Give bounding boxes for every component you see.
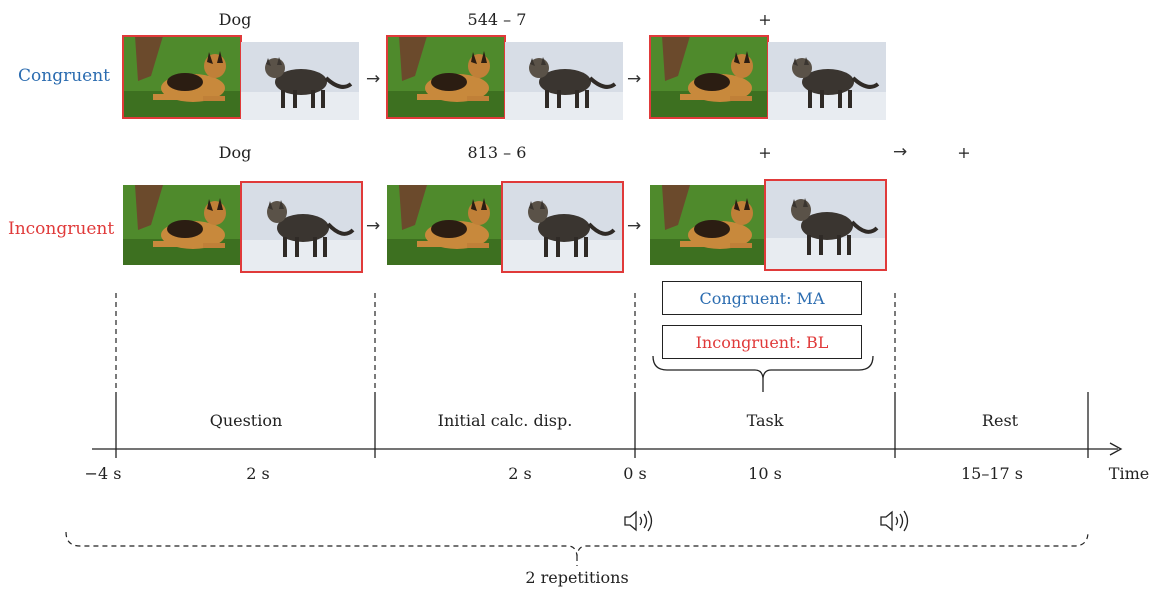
cat-photo — [768, 42, 886, 120]
congruent-task-label: Congruent: MA — [699, 288, 825, 308]
rest-arrow: → — [893, 142, 908, 162]
sequence-arrow-icon: → — [627, 216, 642, 236]
dog-photo — [122, 35, 242, 119]
rest-fixation: + — [957, 143, 971, 162]
dog-photo — [650, 185, 768, 265]
time-axis-label: Time — [1108, 464, 1150, 483]
phase-label: Task — [746, 411, 784, 430]
phase-label: Rest — [981, 411, 1019, 430]
incongruent-fixation: + — [758, 143, 772, 162]
incongruent-label: Incongruent — [8, 219, 115, 239]
cat-photo — [240, 181, 363, 273]
cat-photo — [501, 181, 624, 273]
time-label: −4 s — [84, 464, 122, 483]
phase-label: Question — [209, 411, 283, 430]
sequence-arrow-icon: → — [366, 216, 381, 236]
congruent-calc-text: 544 – 7 — [467, 10, 527, 29]
incongruent-task-label: Incongruent: BL — [695, 332, 829, 352]
dog-photo — [123, 185, 241, 265]
incongruent-calc-text: 813 – 6 — [467, 143, 527, 162]
incongruent-question-text: Dog — [218, 143, 252, 162]
cat-photo — [505, 42, 623, 120]
incongruent-task-box: Incongruent: BL — [662, 325, 862, 359]
sequence-arrow-icon: → — [366, 69, 381, 89]
time-label: 15–17 s — [960, 464, 1024, 483]
dog-photo — [386, 35, 506, 119]
time-label: 10 s — [748, 464, 782, 483]
dog-photo — [649, 35, 769, 119]
sequence-arrow-icon: → — [627, 69, 642, 89]
congruent-question-text: Dog — [218, 10, 252, 29]
repetitions-label: 2 repetitions — [525, 568, 629, 587]
congruent-task-box: Congruent: MA — [662, 281, 862, 315]
time-label: 2 s — [246, 464, 270, 483]
time-label: 0 s — [623, 464, 647, 483]
phase-label: Initial calc. disp. — [437, 411, 573, 430]
congruent-fixation: + — [758, 10, 772, 29]
cat-photo — [764, 179, 887, 271]
speaker-icon — [622, 509, 656, 537]
speaker-icon — [878, 509, 912, 537]
time-label: 2 s — [508, 464, 532, 483]
dog-photo — [387, 185, 505, 265]
cat-photo — [241, 42, 359, 120]
congruent-label: Congruent — [18, 66, 110, 86]
